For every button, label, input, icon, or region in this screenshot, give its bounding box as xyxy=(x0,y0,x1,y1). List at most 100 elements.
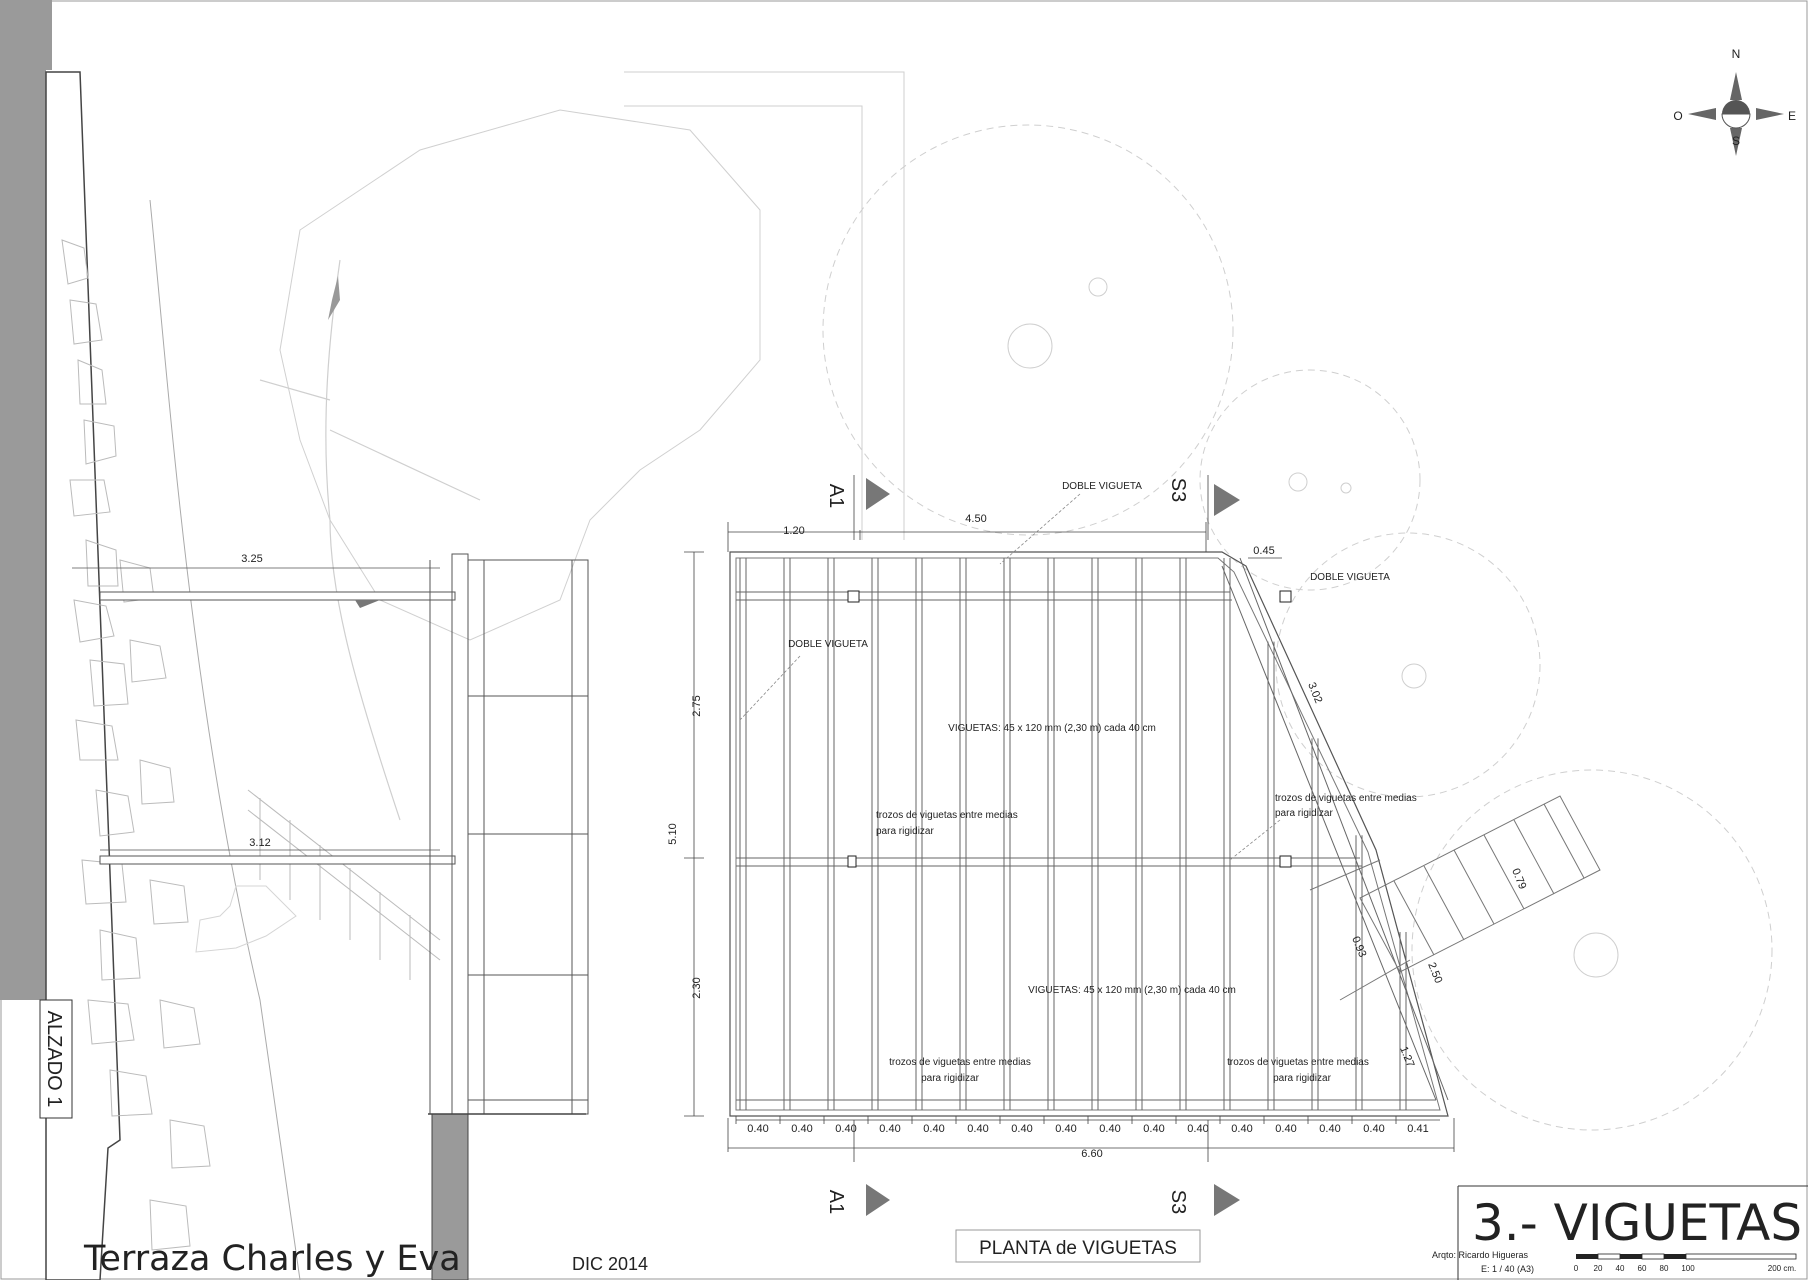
note-viguetas-upper: VIGUETAS: 45 x 120 mm (2,30 m) cada 40 c… xyxy=(948,723,1156,734)
tree-branch-fill xyxy=(328,276,340,320)
dim-overall-top: 4.50 xyxy=(965,513,986,525)
architect: Arqto: Ricardo Higueras xyxy=(1432,1250,1529,1260)
elevation-view: 3.25 3.12 ALZADO 1 xyxy=(0,0,761,1280)
compass-south-icon xyxy=(1730,128,1742,156)
tree-outline xyxy=(279,109,761,641)
beam-bracket xyxy=(355,600,380,608)
compass-w: O xyxy=(1673,109,1682,123)
ground-line xyxy=(149,199,301,1280)
project-date: DIC 2014 xyxy=(572,1254,648,1274)
tree-trunk xyxy=(259,259,481,821)
dim-overall-left: 5.10 xyxy=(667,823,679,844)
note-trozos-2b: para rigidizar xyxy=(1275,808,1333,819)
compass-east-icon xyxy=(1756,108,1784,120)
tree-canopy-3 xyxy=(1275,532,1541,798)
plan-label: PLANTA de VIGUETAS xyxy=(979,1238,1177,1259)
scale-tick-40: 40 xyxy=(1616,1264,1625,1273)
joist-plan: 4.50 1.20 0.45 5.10 2.75 2.30 6.60 3.02 … xyxy=(667,475,1601,1216)
note-doble-vigueta-1: DOBLE VIGUETA xyxy=(1062,481,1142,492)
dim-left-lower: 2.30 xyxy=(691,977,703,998)
svg-text:S3: S3 xyxy=(1167,478,1189,502)
note-doble-vigueta-2: DOBLE VIGUETA xyxy=(1310,572,1390,583)
tree-trunk-4 xyxy=(1340,482,1352,494)
post-4 xyxy=(1279,855,1292,868)
beam-mid xyxy=(99,855,456,865)
scale-bar-seg-3 xyxy=(1620,1254,1642,1259)
beam-top xyxy=(99,591,456,601)
spacing-label: 0.40 xyxy=(1363,1123,1384,1135)
spacing-label: 0.40 xyxy=(923,1123,944,1135)
section-mark-a1-bottom: A1 xyxy=(825,1120,890,1216)
spacing-label: 0.40 xyxy=(1143,1123,1164,1135)
post-2 xyxy=(1279,590,1292,603)
tree-trunk-2 xyxy=(1088,277,1108,297)
scale-tick-20: 20 xyxy=(1594,1264,1603,1273)
spacing-label: 0.40 xyxy=(835,1123,856,1135)
note-doble-vigueta-3: DOBLE VIGUETA xyxy=(788,639,868,650)
sheet-title: 3.- VIGUETAS xyxy=(1472,1194,1802,1252)
compass-n: N xyxy=(1732,47,1741,61)
compass-west-icon xyxy=(1688,108,1716,120)
note-trozos-2a: trozos de viguetas entre medias xyxy=(1275,793,1417,804)
spacing-label: 0.40 xyxy=(879,1123,900,1135)
deck-outline xyxy=(729,551,1449,1117)
footing xyxy=(431,1113,469,1280)
diag-beam-a xyxy=(1221,565,1437,1101)
title-block: Terraza Charles y Eva DIC 2014 PLANTA de… xyxy=(83,1185,1808,1280)
compass-north-icon xyxy=(1730,72,1742,100)
note-trozos-1b: para rigidizar xyxy=(876,826,934,837)
svg-text:A1: A1 xyxy=(825,1190,847,1214)
svg-text:A1: A1 xyxy=(825,484,847,508)
deck-frame xyxy=(429,553,589,1115)
tree-trunk-3 xyxy=(1288,472,1308,492)
tree-canopy-4 xyxy=(1411,769,1773,1131)
spacing-label: 0.40 xyxy=(1187,1123,1208,1135)
section-mark-s3-bottom: S3 xyxy=(1167,1120,1240,1216)
scale-note: E: 1 / 40 (A3) xyxy=(1481,1264,1534,1274)
spacing-label: 0.40 xyxy=(747,1123,768,1135)
note-viguetas-lower: VIGUETAS: 45 x 120 mm (2,30 m) cada 40 c… xyxy=(1028,985,1236,996)
scale-bar-seg-6 xyxy=(1685,1253,1797,1260)
section-mark-s3-top: S3 xyxy=(1167,475,1240,540)
compass-s: S xyxy=(1732,134,1740,148)
project-title: Terraza Charles y Eva xyxy=(83,1239,461,1279)
compass-center-icon xyxy=(1722,100,1750,114)
spacing-label: 0.40 xyxy=(1099,1123,1120,1135)
alzado-label: ALZADO 1 xyxy=(43,1011,65,1108)
deck-outline-inner xyxy=(735,557,1441,1111)
scale-tick-100: 100 xyxy=(1681,1264,1695,1273)
note-trozos-3b: para rigidizar xyxy=(921,1073,979,1084)
plan-label-box xyxy=(955,1229,1201,1263)
spacing-label: 0.41 xyxy=(1407,1123,1428,1135)
spacing-label: 0.40 xyxy=(1275,1123,1296,1135)
spacing-label: 0.40 xyxy=(1319,1123,1340,1135)
note-trozos-3a: trozos de viguetas entre medias xyxy=(889,1057,1031,1068)
spacing-label: 0.40 xyxy=(791,1123,812,1135)
elev-dim-top: 3.25 xyxy=(241,553,262,565)
post-1 xyxy=(847,590,860,603)
note-trozos-4b: para rigidizar xyxy=(1273,1073,1331,1084)
dim-diag-b: 2.50 xyxy=(1425,961,1444,985)
spacing-label: 0.40 xyxy=(1011,1123,1032,1135)
scale-bar-seg-5 xyxy=(1664,1254,1686,1259)
property-line-1 xyxy=(624,71,905,540)
scale-tick-80: 80 xyxy=(1660,1264,1669,1273)
spacing-label: 0.40 xyxy=(1231,1123,1252,1135)
joists-group xyxy=(739,558,1407,1110)
scale-bar-seg-2 xyxy=(1597,1253,1621,1260)
bottom-spacing-labels: 0.40 0.40 0.40 0.40 0.40 0.40 0.40 0.40 0.40 0.40… xyxy=(735,1116,1429,1135)
dim-bottom-total: 6.60 xyxy=(1081,1148,1102,1160)
leader-3 xyxy=(739,655,801,721)
scale-tick-200: 200 cm. xyxy=(1768,1264,1796,1273)
dim-diag-a: 0.93 xyxy=(1349,935,1368,959)
person-silhouette xyxy=(195,885,297,953)
elevation-stair xyxy=(247,789,441,980)
dim-left-upper: 2.75 xyxy=(691,695,703,716)
elev-dim-mid: 3.12 xyxy=(249,837,270,849)
tree-canopy-2 xyxy=(1199,369,1421,591)
svg-text:S3: S3 xyxy=(1167,1190,1189,1214)
scale-bar-seg-1 xyxy=(1576,1254,1598,1259)
spacing-label: 0.40 xyxy=(1055,1123,1076,1135)
tree-canopy-1 xyxy=(822,124,1234,536)
post-3 xyxy=(847,855,857,868)
